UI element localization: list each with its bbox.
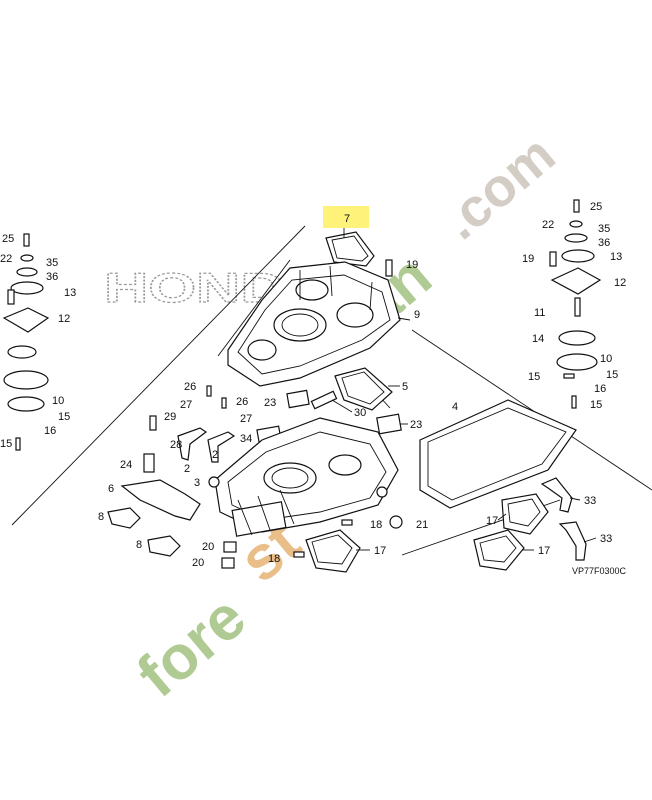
callout: 17 bbox=[538, 545, 550, 557]
watermark-left: fore bbox=[125, 583, 259, 711]
callout: 10 bbox=[52, 395, 64, 407]
callout: 16 bbox=[44, 425, 56, 437]
callout: 18 bbox=[268, 553, 280, 565]
gasket-23-lower[interactable] bbox=[376, 413, 402, 435]
callout: 14 bbox=[532, 333, 544, 345]
callout: 8 bbox=[136, 539, 142, 551]
right-mount-stack[interactable] bbox=[549, 199, 602, 409]
watermark-domain: .com bbox=[431, 124, 566, 251]
reference-code: VP77F0300C bbox=[572, 566, 627, 576]
callout: 23 bbox=[264, 397, 276, 409]
gasket-4[interactable] bbox=[419, 399, 577, 509]
callout: 15 bbox=[528, 371, 540, 383]
callout: 26 bbox=[184, 381, 196, 393]
callout: 34 bbox=[240, 433, 252, 445]
leader-lines bbox=[331, 228, 597, 551]
callout: 9 bbox=[414, 309, 420, 321]
callout: 27 bbox=[180, 399, 192, 411]
callout: 17 bbox=[486, 515, 498, 527]
hose-33b[interactable] bbox=[558, 521, 587, 561]
block-20a[interactable] bbox=[223, 541, 237, 553]
seal-8a[interactable] bbox=[107, 507, 141, 529]
callout: 15 bbox=[590, 399, 602, 411]
callout: 33 bbox=[600, 533, 612, 545]
gasket-7[interactable] bbox=[325, 231, 375, 267]
callout: 33 bbox=[584, 495, 596, 507]
collar-24[interactable] bbox=[143, 453, 155, 473]
callout: 36 bbox=[46, 271, 58, 283]
callout: 10 bbox=[600, 353, 612, 365]
bracket-6[interactable] bbox=[120, 479, 201, 521]
callout: 15 bbox=[606, 369, 618, 381]
callout: 30 bbox=[354, 407, 366, 419]
gasket-17a[interactable] bbox=[305, 529, 361, 573]
callout: 16 bbox=[594, 383, 606, 395]
part-30[interactable] bbox=[310, 390, 338, 410]
callout: 21 bbox=[416, 519, 428, 531]
callout: 20 bbox=[202, 541, 214, 553]
gasket-17b[interactable] bbox=[501, 493, 549, 535]
block-20b[interactable] bbox=[221, 557, 235, 569]
callout: 29 bbox=[164, 411, 176, 423]
callout: 22 bbox=[542, 219, 554, 231]
callout: 3 bbox=[194, 477, 200, 489]
callout: 5 bbox=[402, 381, 408, 393]
callout: 18 bbox=[370, 519, 382, 531]
callout: 22 bbox=[0, 253, 12, 265]
callout: 19 bbox=[406, 259, 418, 271]
callout: 25 bbox=[590, 201, 602, 213]
callout: 2 bbox=[184, 463, 190, 475]
upper-case[interactable] bbox=[227, 261, 401, 387]
callout: 17 bbox=[374, 545, 386, 557]
callout: 28 bbox=[170, 439, 182, 451]
callout: 13 bbox=[64, 287, 76, 299]
callout: 23 bbox=[410, 419, 422, 431]
callout: 26 bbox=[236, 396, 248, 408]
gasket-5[interactable] bbox=[334, 367, 393, 411]
seal-8b[interactable] bbox=[147, 535, 181, 557]
callout: 35 bbox=[598, 223, 610, 235]
callout: 15 bbox=[0, 438, 12, 450]
bracket-2b[interactable] bbox=[207, 431, 236, 463]
callout-highlighted: 7 bbox=[344, 213, 350, 225]
callout: 8 bbox=[98, 511, 104, 523]
callout: 12 bbox=[58, 313, 70, 325]
callout: 25 bbox=[2, 233, 14, 245]
callout: 27 bbox=[240, 413, 252, 425]
callout: 35 bbox=[46, 257, 58, 269]
callout: 6 bbox=[108, 483, 114, 495]
fasteners bbox=[149, 259, 403, 558]
callout: 4 bbox=[452, 401, 458, 413]
callout: 13 bbox=[610, 251, 622, 263]
callout: 11 bbox=[534, 307, 545, 319]
hose-33a[interactable] bbox=[540, 477, 573, 513]
callout: 20 bbox=[192, 557, 204, 569]
callout: 24 bbox=[120, 459, 132, 471]
callout-labels: 25 22 35 36 13 12 10 15 16 15 7 19 9 26 … bbox=[0, 201, 626, 569]
gasket-23-upper[interactable] bbox=[286, 389, 310, 409]
callout: 2 bbox=[212, 449, 218, 461]
left-mount-stack[interactable] bbox=[2, 233, 50, 451]
highlight-box bbox=[323, 206, 369, 228]
callout: 12 bbox=[614, 277, 626, 289]
callout: 15 bbox=[58, 411, 70, 423]
callout: 19 bbox=[522, 253, 534, 265]
callout: 36 bbox=[598, 237, 610, 249]
bracket-2a[interactable] bbox=[177, 427, 208, 461]
lower-case[interactable] bbox=[214, 417, 399, 537]
